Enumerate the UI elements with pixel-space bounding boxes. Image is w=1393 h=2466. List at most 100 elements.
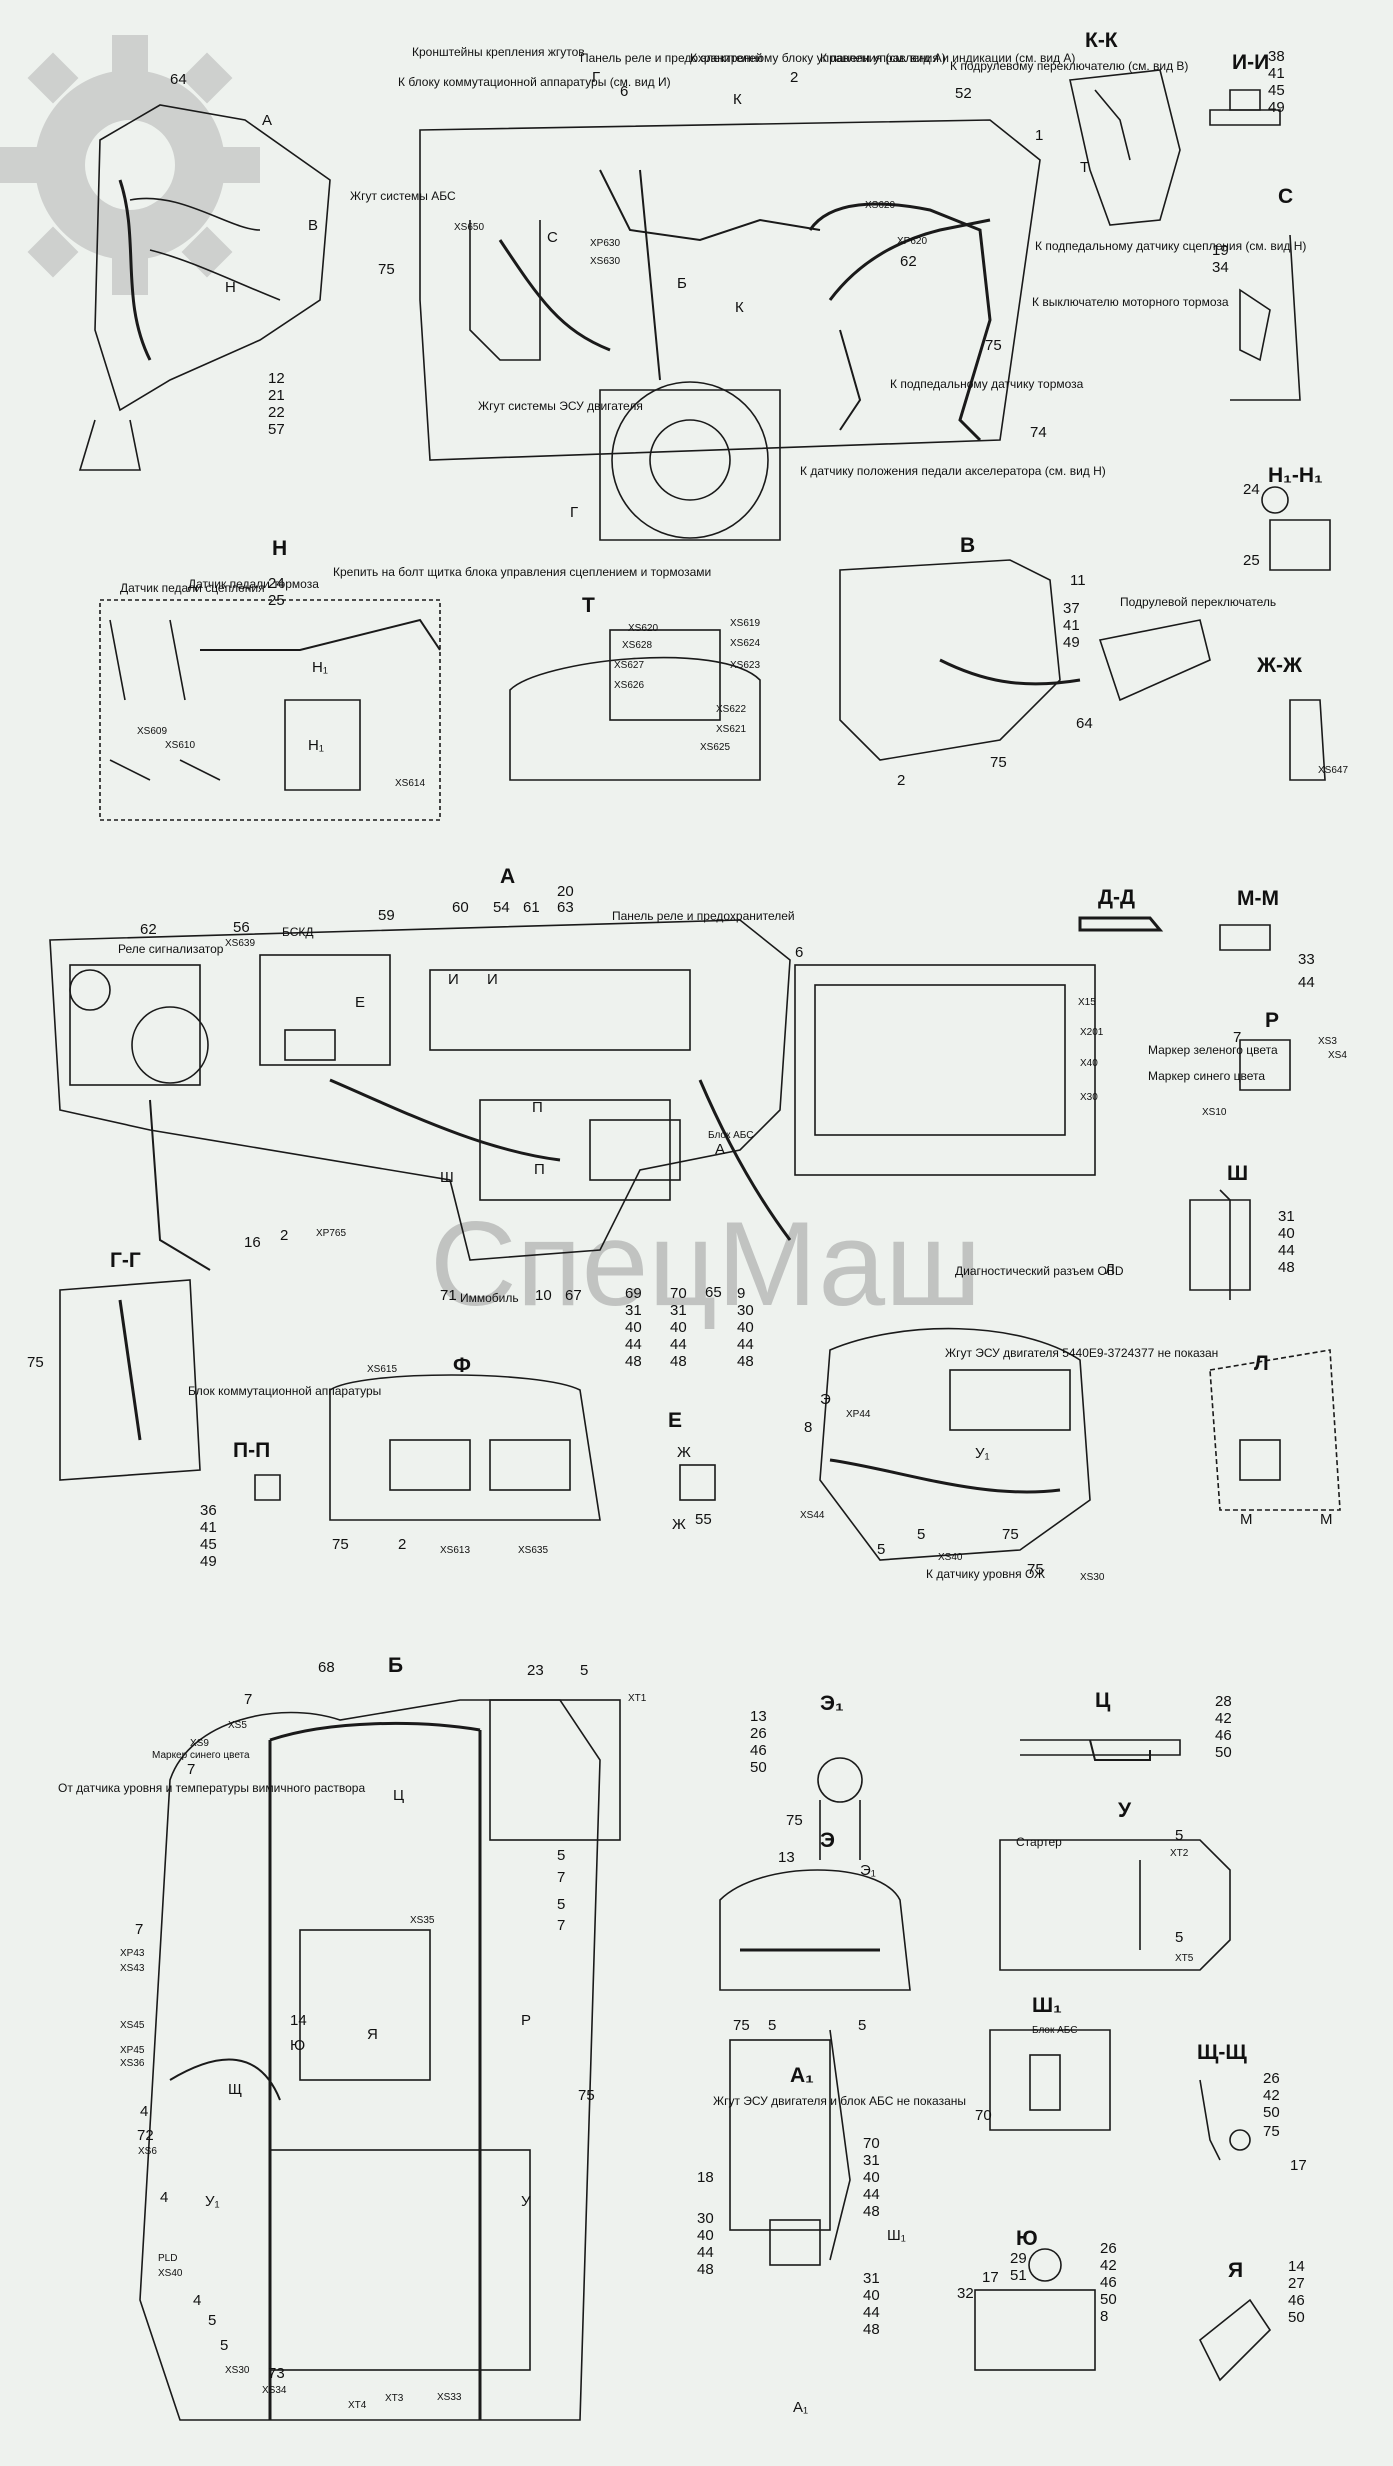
label-75: 75	[990, 754, 1007, 771]
label-75: 75	[786, 1812, 803, 1829]
label-shch: Щ	[228, 2081, 243, 2098]
connector-xs36: XS36	[120, 2058, 145, 2069]
part-num: 46	[1215, 1727, 1232, 1744]
part-num: 37	[1063, 600, 1080, 617]
view-title-sh: Ш	[1227, 1162, 1249, 1185]
watermark-gear-icon	[0, 35, 260, 295]
label-54: 54	[493, 899, 510, 916]
view-title-t: Т	[582, 594, 595, 617]
label-32: 32	[957, 2285, 974, 2302]
label-5b: 5	[557, 1847, 566, 1864]
view-title-h: Н	[272, 537, 288, 560]
parts-stack-ts: 28 42 46 50	[1215, 1693, 1232, 1761]
label-e: Е	[355, 994, 366, 1011]
part-num: 42	[1100, 2257, 1117, 2274]
connector-label: XS625	[700, 742, 731, 753]
label-steering: Подрулевой переключатель	[1120, 595, 1277, 609]
section-k1: К	[733, 91, 742, 108]
part-num: 48	[1278, 1259, 1295, 1276]
connector-xs40: XS40	[158, 2268, 183, 2279]
part-num: 9	[737, 1285, 746, 1302]
label-62: 62	[900, 253, 917, 270]
label-72: 72	[137, 2127, 154, 2144]
part-num: 42	[1263, 2087, 1280, 2104]
view-title-b: Б	[388, 1654, 404, 1677]
label-u: У	[521, 2193, 531, 2210]
connector-label: XS622	[716, 704, 747, 715]
part-num: 40	[625, 1319, 642, 1336]
view-title-e1: Э₁	[820, 1692, 844, 1715]
label-obd: Диагностический разъем OBD	[955, 1264, 1124, 1278]
part-num: 46	[1288, 2292, 1305, 2309]
label-brake-pedal: Датчик педали тормоза	[188, 577, 319, 591]
label-75: 75	[1263, 2123, 1280, 2140]
label-75: 75	[332, 1536, 349, 1553]
label-coolant-b: От датчика уровня и температуры вимичног…	[58, 1781, 366, 1795]
parts-stack-a1: 69 31 40 44 48	[625, 1285, 642, 1370]
label-relay-panel-a: Панель реле и предохранителей	[612, 909, 795, 923]
connector-xs45: XS45	[120, 2020, 145, 2031]
label-immob: Иммобиль	[460, 1291, 519, 1305]
part-num: 44	[863, 2304, 880, 2321]
part-num: 30	[737, 1302, 754, 1319]
view-title-mm: М-М	[1237, 887, 1279, 910]
part-num: 48	[863, 2321, 880, 2338]
part-num: 44	[697, 2244, 714, 2261]
label-70: 70	[975, 2107, 992, 2124]
label-pld: PLD	[158, 2253, 178, 2264]
label-64: 64	[1076, 715, 1093, 732]
part-num: 46	[750, 1742, 767, 1759]
label-14: 14	[290, 2012, 307, 2029]
part-num: 49	[200, 1553, 217, 1570]
part-num: 50	[1263, 2104, 1280, 2121]
part-num: 40	[863, 2169, 880, 2186]
part-num: 50	[1288, 2309, 1305, 2326]
label-59: 59	[378, 907, 395, 924]
label-accel-sensor: К датчику положения педали акселератора …	[800, 464, 1106, 478]
part-num: 41	[1063, 617, 1080, 634]
connector-xs613: XS613	[440, 1545, 471, 1556]
label-5b: 5	[858, 2017, 867, 2034]
view-title-shchshch: Щ-Щ	[1197, 2041, 1247, 2064]
label-h1b: Н₁	[308, 737, 324, 754]
label-5: 5	[877, 1541, 886, 1558]
parts-stack-e1: 13 26 46 50	[750, 1708, 767, 1776]
connector-xt1: XT1	[628, 1693, 647, 1704]
label-p2: П	[534, 1161, 545, 1178]
label-i2: И	[487, 971, 498, 988]
view-title-zhzh: Ж-Ж	[1257, 654, 1302, 677]
connector-xs35: XS35	[410, 1915, 435, 1926]
part-num: 50	[1215, 1744, 1232, 1761]
label-starter: Стартер	[1016, 1835, 1062, 1849]
label-5b: 5	[1175, 1929, 1184, 1946]
part-num: 40	[1278, 1225, 1295, 1242]
connector-label: XS623	[730, 660, 761, 671]
part-num: 50	[750, 1759, 767, 1776]
label-r: Р	[521, 2012, 532, 2029]
part-num: 13	[750, 1708, 767, 1725]
part-num: 31	[863, 2270, 880, 2287]
label-a1-note: Жгут ЭСУ двигателя и блок АБС не показан…	[713, 2094, 967, 2108]
parts-stack-a2: 70 31 40 44 48	[670, 1285, 687, 1370]
connector-xs4: XS4	[1328, 1050, 1347, 1061]
section-g1: Г	[592, 69, 601, 86]
label-4c: 4	[193, 2292, 202, 2309]
label-clutch-sensor: К подпедальному датчику сцепления (см. в…	[1035, 239, 1307, 253]
watermark-text: СпецМаш	[430, 1197, 982, 1331]
part-num: 70	[670, 1285, 687, 1302]
label-10: 10	[535, 1287, 552, 1304]
label-33: 33	[1298, 951, 1315, 968]
parts-stack-ii: 38 41 45 49	[1268, 48, 1285, 116]
parts-stack-ya: 14 27 46 50	[1288, 2258, 1305, 2326]
label-75: 75	[578, 2087, 595, 2104]
label-engine-brake: К выключателю моторного тормоза	[1032, 295, 1229, 309]
part-num: 45	[200, 1536, 217, 1553]
label-relay-alarm: Реле сигнализатор	[118, 942, 224, 956]
parts-stack-yu2: 26 42 46 50 8	[1100, 2240, 1117, 2325]
connector-xp43: XP43	[120, 1948, 145, 1959]
view-title-a1: А₁	[790, 2064, 814, 2087]
connector-xt4: XT4	[348, 2400, 367, 2411]
part-num: 49	[1268, 99, 1285, 116]
view-title-sh1: Ш₁	[1032, 1994, 1062, 2017]
